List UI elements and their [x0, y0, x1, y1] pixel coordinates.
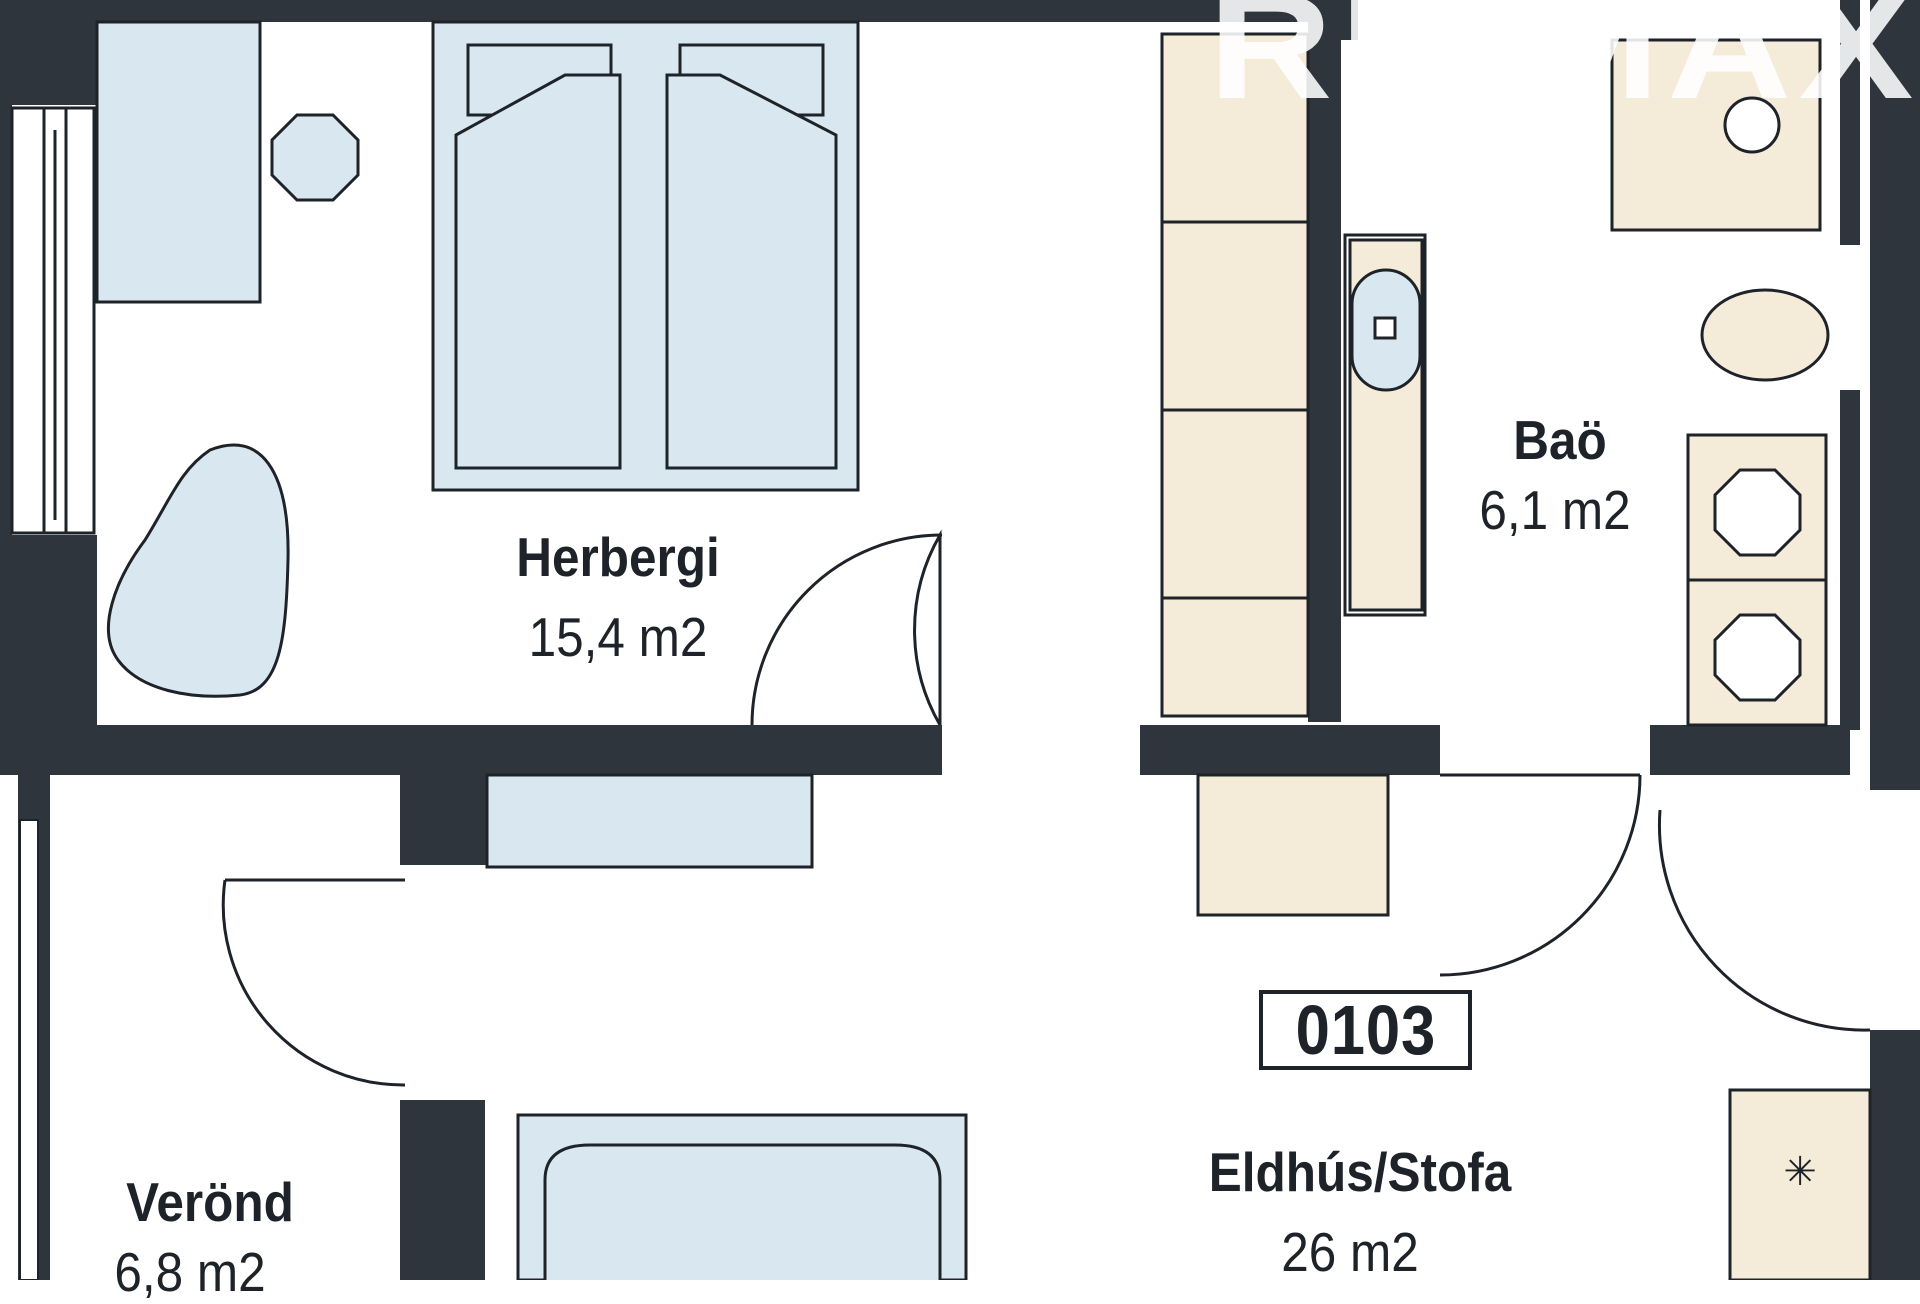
unit-number: 0103: [1295, 991, 1436, 1069]
room-name: Eldhús/Stofa: [1208, 1141, 1512, 1203]
unit-number-box: 0103: [1259, 990, 1472, 1070]
svg-text:✳: ✳: [1783, 1150, 1817, 1194]
stove-icon: ✳: [1728, 1088, 1872, 1280]
bathroom-fixtures: [1343, 38, 1830, 727]
sofa-icon: [516, 1113, 968, 1280]
room-area: 6,8 m2: [114, 1241, 266, 1303]
shelf: [485, 773, 814, 869]
room-area: 15,4 m2: [528, 606, 708, 668]
watermark-logo: RE/MAX: [1207, 0, 1920, 130]
sink-icon: [1610, 38, 1822, 232]
armchair-icon: [107, 443, 290, 698]
wardrobe: [95, 20, 262, 304]
room-name: Verönd: [126, 1171, 294, 1233]
room-area: 6,1 m2: [1479, 479, 1631, 541]
toilet-icon: [1700, 288, 1830, 382]
door-swing-icon: [221, 529, 1871, 1087]
bedroom-furniture: [95, 20, 860, 698]
room-name: Baö: [1513, 409, 1607, 471]
side-table-icon: [270, 113, 360, 202]
room-area: 26 m2: [1281, 1221, 1419, 1283]
left-window: [10, 106, 96, 535]
veranda-rail: [18, 775, 50, 1280]
kitchen-counter: [1160, 32, 1390, 917]
room-name: Herbergi: [516, 526, 720, 588]
